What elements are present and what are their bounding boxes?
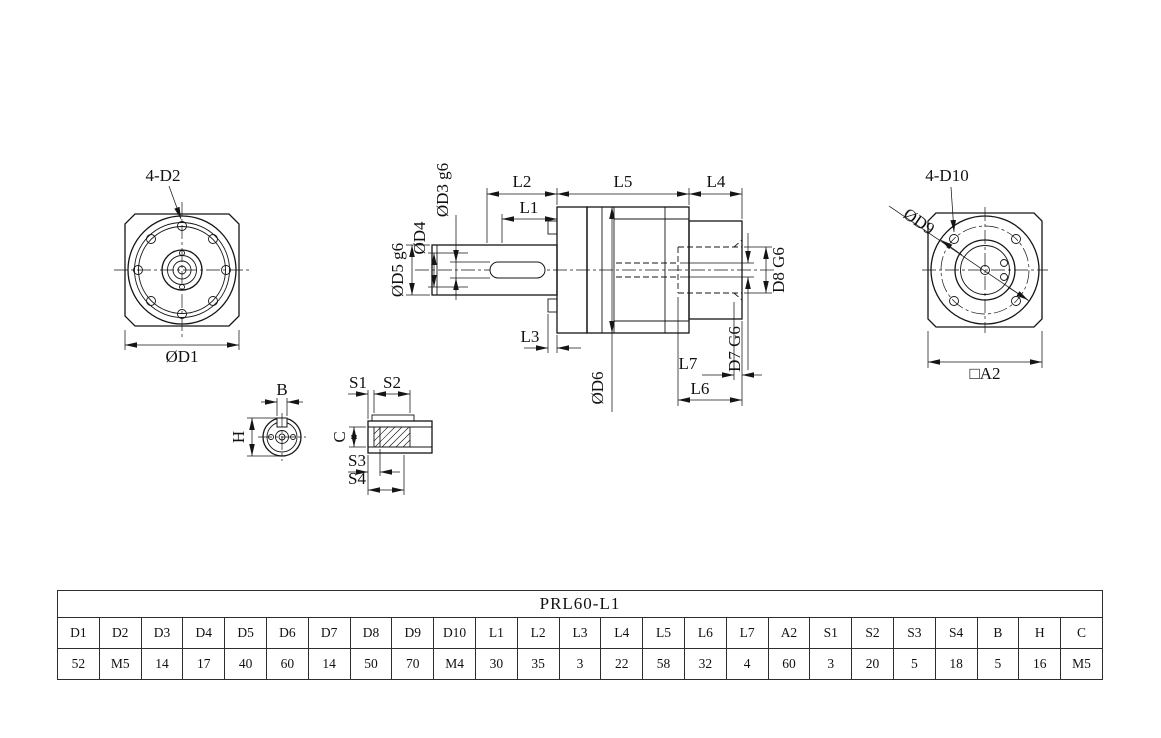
header-cell: L3 xyxy=(558,617,602,649)
header-cell: S1 xyxy=(809,617,853,649)
value-cell: 14 xyxy=(307,648,351,680)
section-view-dimensions: L2 L5 L4 L1 ØD5 g6 ØD4 ØD3 g6 L3 ØD6 L xyxy=(388,163,788,412)
header-cell: L6 xyxy=(683,617,727,649)
header-cell: S4 xyxy=(934,617,978,649)
label-l1: L1 xyxy=(520,198,539,217)
header-cell: L7 xyxy=(725,617,769,649)
label-d3: ØD3 g6 xyxy=(433,163,452,217)
label-h: H xyxy=(229,431,248,443)
value-cell: 35 xyxy=(516,648,560,680)
value-cell: 20 xyxy=(851,648,894,680)
value-cell: 60 xyxy=(265,648,309,680)
header-cell: D6 xyxy=(265,617,309,649)
value-cell: 40 xyxy=(224,648,267,680)
header-cell: D5 xyxy=(224,617,267,649)
header-cell: D8 xyxy=(349,617,393,649)
value-cell: M5 xyxy=(98,648,142,680)
label-s1: S1 xyxy=(349,373,367,392)
header-cell: D3 xyxy=(140,617,184,649)
label-s4: S4 xyxy=(348,469,366,488)
table-title-row: PRL60-L1 xyxy=(57,590,1103,618)
label-d5: ØD5 g6 xyxy=(388,243,407,297)
header-cell: L2 xyxy=(516,617,560,649)
gearbox-drawing-canvas: 4-D2 ØD1 xyxy=(114,163,1048,495)
value-cell: 30 xyxy=(474,648,518,680)
label-l2: L2 xyxy=(513,172,532,191)
header-cell: A2 xyxy=(767,617,811,649)
label-d8: D8 G6 xyxy=(769,247,788,293)
value-cell: 32 xyxy=(683,648,727,680)
label-s2: S2 xyxy=(383,373,401,392)
header-cell: D4 xyxy=(182,617,226,649)
label-d4: ØD4 xyxy=(410,221,429,255)
header-cell: B xyxy=(976,617,1020,649)
value-cell: 17 xyxy=(182,648,226,680)
header-cell: L1 xyxy=(474,617,518,649)
label-rear-holes: 4-D10 xyxy=(925,166,968,185)
label-l4: L4 xyxy=(707,172,726,191)
value-cell: 52 xyxy=(57,648,100,680)
label-rear-square: □A2 xyxy=(969,364,1000,383)
value-cell: 70 xyxy=(391,648,435,680)
label-s3: S3 xyxy=(348,451,366,470)
value-cell: 5 xyxy=(892,648,936,680)
label-b: B xyxy=(276,380,287,399)
value-cell: 5 xyxy=(976,648,1020,680)
label-rear-dia: ØD9 xyxy=(900,204,938,238)
section-view xyxy=(415,206,775,334)
table-title: PRL60-L1 xyxy=(57,590,1103,618)
value-cell: 4 xyxy=(725,648,769,680)
value-cell: 50 xyxy=(349,648,393,680)
label-c: C xyxy=(330,431,349,442)
key-section-view: S1 S2 C S3 S4 xyxy=(330,373,433,495)
header-cell: L4 xyxy=(600,617,644,649)
dimension-table: PRL60-L1 D1 D2 D3 D4 D5 D6 D7 D8 D9 D10 … xyxy=(57,590,1103,680)
value-cell: 58 xyxy=(642,648,685,680)
table-header-row: D1 D2 D3 D4 D5 D6 D7 D8 D9 D10 L1 L2 L3 … xyxy=(57,617,1103,649)
label-l7: L7 xyxy=(679,354,698,373)
value-cell: M4 xyxy=(433,648,476,680)
front-view: 4-D2 ØD1 xyxy=(114,166,250,366)
label-l5: L5 xyxy=(614,172,633,191)
header-cell: C xyxy=(1060,617,1103,649)
header-cell: D1 xyxy=(57,617,100,649)
label-l6: L6 xyxy=(691,379,710,398)
header-cell: H xyxy=(1018,617,1062,649)
label-front-dia: ØD1 xyxy=(165,347,198,366)
label-d6: ØD6 xyxy=(588,371,607,404)
shaft-end-view: B H xyxy=(229,380,306,461)
value-cell: 18 xyxy=(934,648,978,680)
value-cell: 3 xyxy=(558,648,602,680)
header-cell: D9 xyxy=(391,617,435,649)
rear-view: 4-D10 ØD9 □A2 xyxy=(888,166,1048,383)
header-cell: L5 xyxy=(642,617,685,649)
label-d7: D7 G6 xyxy=(725,326,744,372)
value-cell: 16 xyxy=(1018,648,1062,680)
header-cell: D10 xyxy=(433,617,476,649)
header-cell: D2 xyxy=(98,617,142,649)
label-l3: L3 xyxy=(521,327,540,346)
value-cell: 60 xyxy=(767,648,811,680)
label-front-holes: 4-D2 xyxy=(146,166,181,185)
table-value-row: 52 M5 14 17 40 60 14 50 70 M4 30 35 3 22… xyxy=(57,648,1103,680)
value-cell: 3 xyxy=(809,648,853,680)
value-cell: 14 xyxy=(140,648,184,680)
header-cell: S3 xyxy=(892,617,936,649)
value-cell: M5 xyxy=(1060,648,1103,680)
value-cell: 22 xyxy=(600,648,644,680)
header-cell: S2 xyxy=(851,617,894,649)
header-cell: D7 xyxy=(307,617,351,649)
